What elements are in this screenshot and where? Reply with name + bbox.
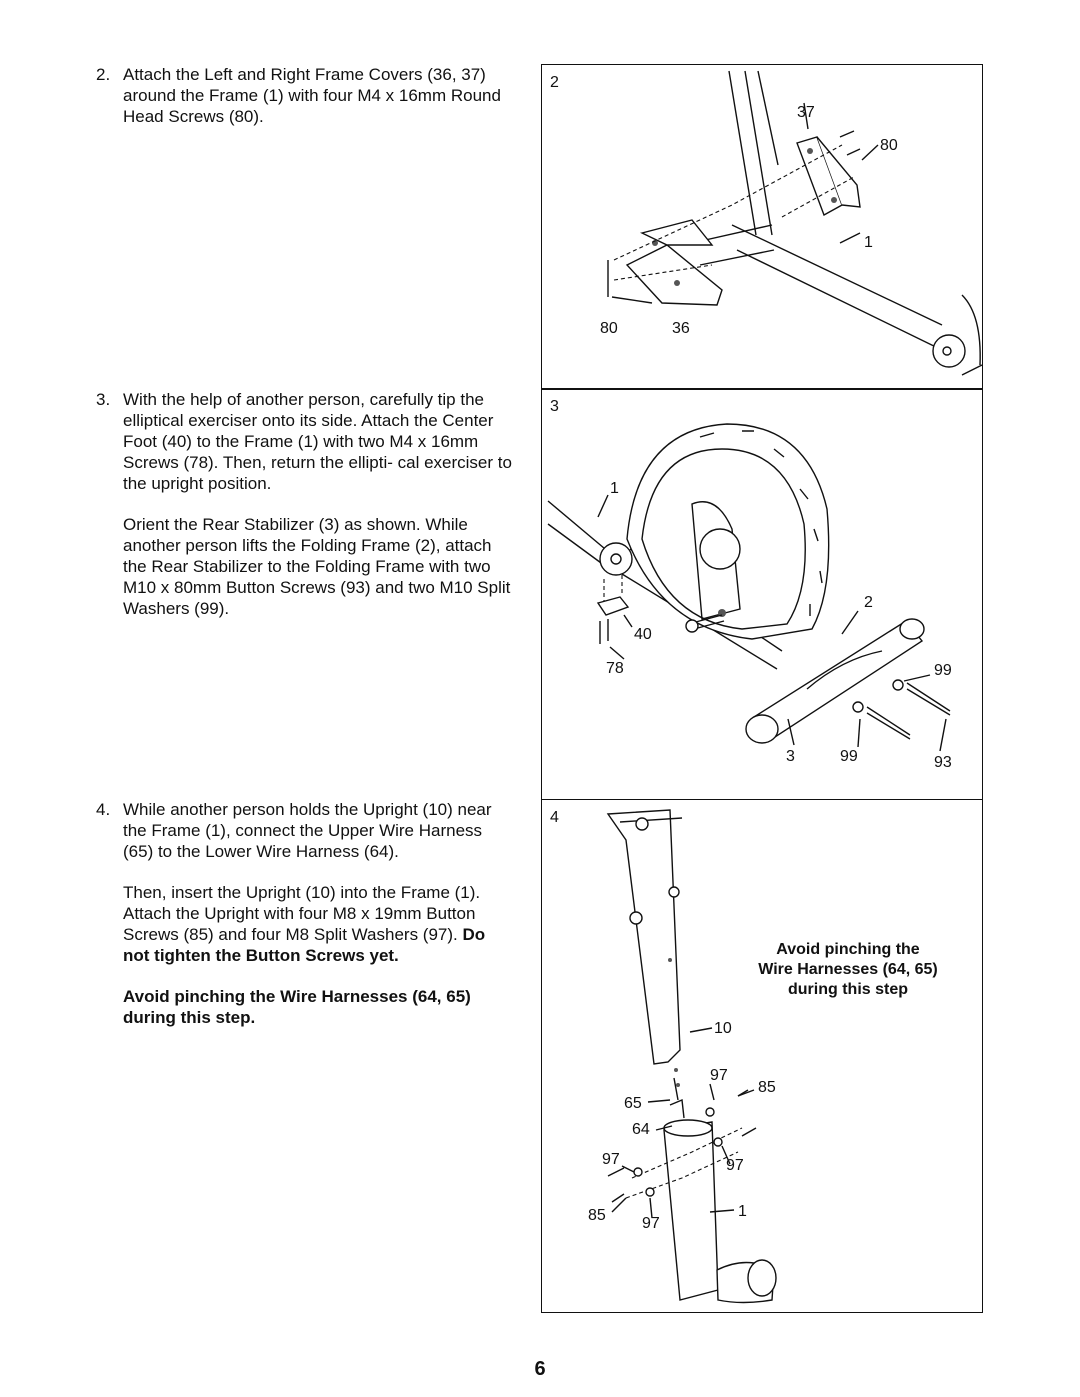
note-line: Avoid pinching the xyxy=(776,941,920,958)
part-label: 99 xyxy=(934,662,952,679)
part-label: 85 xyxy=(588,1207,606,1224)
diagram-panel-step-3: 3 1 xyxy=(541,388,983,800)
part-label: 78 xyxy=(606,660,624,677)
step-number: 3. xyxy=(96,390,111,409)
part-label: 97 xyxy=(602,1151,620,1168)
part-label: 1 xyxy=(738,1203,747,1220)
diagram-panel-step-4: 4 10 97 85 65 xyxy=(541,799,983,1313)
part-label: 97 xyxy=(726,1157,744,1174)
part-label: 97 xyxy=(710,1067,728,1084)
pinch-warning: Avoid pinching the Wire Harnesses (64, 6… xyxy=(123,987,471,1027)
part-label: 64 xyxy=(632,1121,650,1138)
note-line: Wire Harnesses (64, 65) xyxy=(758,961,938,978)
part-label: 36 xyxy=(672,320,690,337)
panel-number: 2 xyxy=(550,74,559,91)
part-label: 65 xyxy=(624,1095,642,1112)
panel-number: 3 xyxy=(550,398,559,415)
page-number: 6 xyxy=(534,1358,546,1380)
part-label: 2 xyxy=(864,594,873,611)
part-label: 3 xyxy=(786,748,795,765)
part-label: 93 xyxy=(934,754,952,771)
part-label: 40 xyxy=(634,626,652,643)
warning-text: Do not tighten the Button Screws yet. xyxy=(123,925,486,965)
part-label: 80 xyxy=(600,320,618,337)
rear-stabilizer-diagram: 3 1 xyxy=(547,398,952,771)
panel-number: 4 xyxy=(550,809,559,826)
step-instruction: Attach the Left and Right Frame Covers (… xyxy=(123,65,501,126)
step-number: 4. xyxy=(96,800,111,819)
part-label: 99 xyxy=(840,748,858,765)
part-label: 80 xyxy=(880,137,898,154)
diagram-panel-step-2: 2 37 80 1 80 36 xyxy=(541,64,983,390)
part-label: 37 xyxy=(797,104,815,121)
step-3: 3. With the help of another person, care… xyxy=(96,389,516,639)
step-instruction: With the help of another person, careful… xyxy=(123,390,512,493)
part-label: 10 xyxy=(714,1020,732,1037)
step-instruction: While another person holds the Upright (… xyxy=(123,800,492,861)
step-4: 4. While another person holds the Uprigh… xyxy=(96,799,516,1048)
frame-cover-diagram: 2 37 80 1 80 36 xyxy=(550,70,983,376)
step-number: 2. xyxy=(96,65,111,84)
step-2: 2. Attach the Left and Right Frame Cover… xyxy=(96,64,516,147)
part-label: 97 xyxy=(642,1215,660,1232)
instruction-text: Then, insert the Upright (10) into the F… xyxy=(123,883,481,944)
part-label: 85 xyxy=(758,1079,776,1096)
step-instruction: Orient the Rear Stabilizer (3) as shown.… xyxy=(123,515,511,618)
pinch-warning-note: Avoid pinching the Wire Harnesses (64, 6… xyxy=(728,940,968,1000)
note-line: during this step xyxy=(788,981,908,998)
part-label: 1 xyxy=(610,480,619,497)
part-label: 1 xyxy=(864,234,873,251)
step-instruction: Then, insert the Upright (10) into the F… xyxy=(123,882,516,966)
upright-insertion-diagram: 4 10 97 85 65 xyxy=(550,809,777,1304)
